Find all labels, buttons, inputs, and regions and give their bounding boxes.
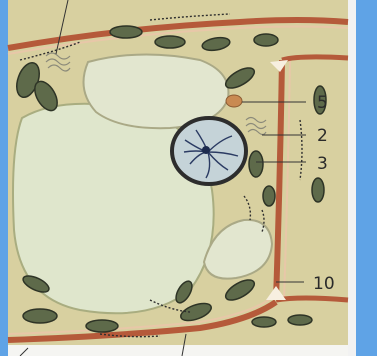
- chloroplast: [86, 320, 118, 332]
- chloroplast: [110, 26, 142, 38]
- chloroplast: [312, 178, 324, 202]
- left-blue-bar: [0, 0, 8, 356]
- mitochondrion: [226, 95, 242, 107]
- right-margin-strip: [348, 0, 356, 356]
- label-2: 2: [317, 126, 328, 146]
- chloroplast: [288, 315, 312, 325]
- bottom-margin: [8, 345, 348, 356]
- chloroplast: [155, 36, 185, 48]
- chloroplast: [249, 151, 263, 177]
- chloroplast: [252, 317, 276, 327]
- label-3: 3: [317, 154, 328, 174]
- chloroplast: [263, 186, 275, 206]
- cell-wall-junction-bottom: [276, 298, 348, 300]
- right-blue-bar: [355, 0, 377, 356]
- nucleolus: [202, 146, 210, 154]
- label-10: 10: [313, 274, 335, 294]
- chloroplast: [23, 309, 57, 323]
- chloroplast: [254, 34, 278, 46]
- label-5: 5: [317, 93, 328, 113]
